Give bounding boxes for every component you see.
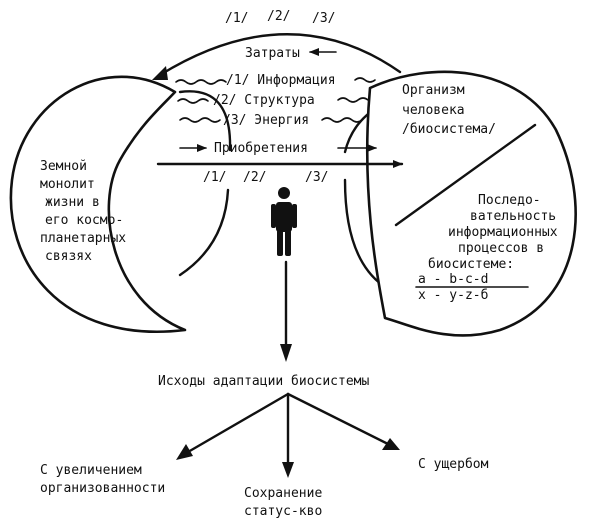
wave-3 — [179, 117, 221, 123]
outcome-center-line-1: Сохранение — [244, 486, 322, 501]
right-bottom-line-5: биосистеме: — [428, 257, 514, 272]
top-index-3: /3/ — [312, 11, 335, 26]
branch-left — [186, 392, 290, 454]
gain-index-1: /1/ — [203, 170, 226, 185]
right-bottom-line-2: вательность — [470, 209, 556, 224]
outcome-left-line-1: С увеличением — [40, 463, 142, 478]
left-block-line-6: связях — [45, 249, 92, 264]
top-index-1: /1/ — [225, 11, 248, 26]
right-bottom-line-1: Последо- — [478, 193, 541, 208]
gain-index-2: /2/ — [243, 170, 266, 185]
right-top-line-3: /биосистема/ — [402, 122, 496, 137]
wave-2-right — [337, 97, 369, 103]
formula-numerator: a - b-c-d — [418, 272, 488, 287]
cost-item-information: /1/ Информация — [226, 73, 336, 88]
gains-label: Приобретения — [214, 141, 308, 156]
top-index-2: /2/ — [267, 9, 290, 24]
right-bottom-line-4: процессов в — [458, 241, 544, 256]
left-block-line-1: Земной — [40, 159, 87, 174]
wave-1-right — [354, 77, 376, 83]
outcome-right-line-1: С ущербом — [418, 457, 489, 472]
left-circle-lower-arc — [178, 188, 230, 277]
wave-2 — [177, 98, 209, 104]
right-circle — [365, 70, 577, 337]
left-block-line-5: планетарных — [40, 231, 126, 246]
left-block-line-4: его космо- — [45, 213, 123, 228]
wave-1 — [175, 79, 227, 85]
costs-arc-arrowhead — [152, 66, 168, 80]
branch-center-head — [282, 462, 294, 478]
left-crescent — [9, 75, 187, 333]
person-icon — [271, 187, 297, 256]
costs-label: Затраты — [245, 46, 300, 61]
down-arrow-head — [280, 344, 292, 362]
right-top-line-2: человека — [402, 103, 465, 118]
right-circle-divider — [394, 123, 537, 227]
right-bottom-line-3: информационных — [448, 225, 558, 240]
wave-3-right — [321, 117, 363, 123]
left-block-line-2: монолит — [40, 177, 95, 192]
gain-index-3: /3/ — [305, 170, 328, 185]
branch-right-head — [382, 438, 400, 450]
right-top-line-1: Организм — [402, 83, 465, 98]
left-circle-arc — [178, 90, 232, 152]
outcome-left-line-2: организованности — [40, 481, 165, 496]
outcome-center-line-2: статус-кво — [244, 504, 322, 519]
branch-left-head — [176, 444, 193, 460]
cost-item-energy: /3/ Энергия — [223, 113, 309, 128]
left-block-line-3: жизни в — [45, 195, 100, 210]
costs-arc — [158, 33, 402, 77]
branch-right — [286, 392, 390, 446]
outcomes-title: Исходы адаптации биосистемы — [158, 374, 369, 389]
cost-item-structure: /2/ Структура — [213, 93, 315, 108]
formula-denominator: x - y-z-б — [418, 288, 488, 303]
